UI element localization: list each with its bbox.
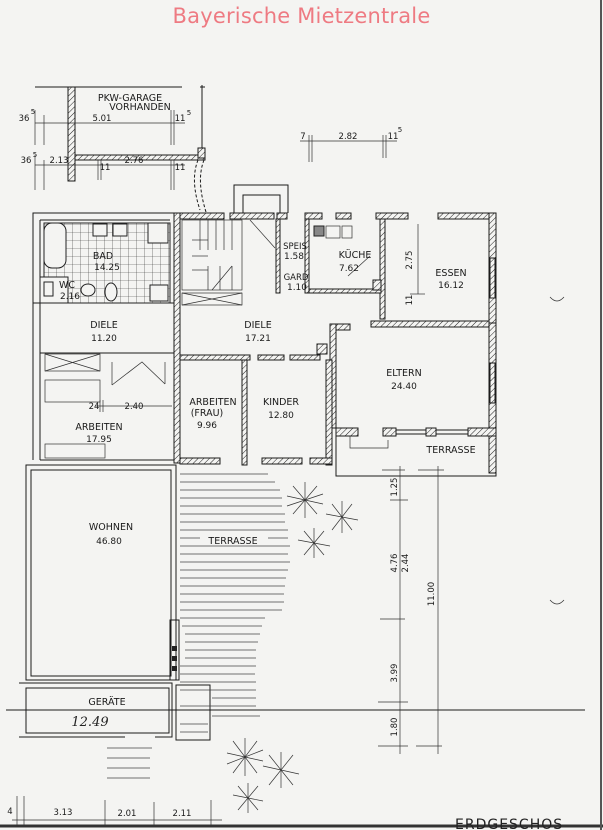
room-bad-name: BAD: [93, 251, 113, 262]
plant-icon: [297, 528, 331, 558]
entrance-canopy: [233, 184, 289, 213]
room-labels: BAD 14.25 WC 2.16 DIELE 11.20 DIELE 17.2…: [59, 242, 476, 456]
dim-garage-offset-1: 36: [19, 114, 30, 124]
room-arbeiten-name: ARBEITEN: [75, 422, 122, 433]
room-wc-name: WC: [59, 280, 75, 291]
room-arbeiten-frau-name-2: (FRAU): [191, 408, 224, 419]
wohnen-wing: WOHNEN 46.80 GERÄTE 12.49: [19, 464, 211, 779]
dim-right-total: 11.00: [427, 582, 437, 606]
room-gard-name: GARD: [284, 273, 309, 283]
right-dimension-chain: 1.25 4.76 2.44 11.00 3.99 1.80: [378, 466, 444, 754]
room-speis-name: SPEIS: [283, 242, 307, 252]
dim-garage-width: 5.01: [93, 114, 112, 124]
dim-wall-c: 2.76: [125, 156, 144, 166]
room-essen-name: ESSEN: [435, 268, 466, 279]
room-wohnen-area: 46.80: [96, 537, 122, 547]
room-bad-area: 14.25: [94, 263, 120, 273]
plant-icon: [226, 738, 264, 776]
watermark-title: Bayerische Mietzentrale: [172, 4, 431, 28]
room-geraete-area-handwritten: 12.49: [71, 715, 108, 730]
room-kinder-area: 12.80: [268, 411, 294, 421]
kitchen-dimension: 7 2.82 11 5: [300, 126, 402, 162]
room-terrasse-main-name: TERRASSE: [207, 536, 257, 547]
dim-sup: 5: [33, 151, 37, 159]
plant-icon: [262, 752, 300, 788]
bathroom: [39, 222, 171, 304]
dim-garage-offset-2: 36: [21, 156, 32, 166]
hole-punch-mark: [549, 599, 565, 605]
dim-kitchen-right: 11: [388, 132, 399, 142]
dim-bottom-3: 2.01: [118, 809, 137, 819]
essen-dimension: 2.75 11: [405, 224, 425, 305]
room-speis-area: 1.58: [284, 252, 304, 262]
kitchen-fixtures: [313, 225, 382, 355]
dim-right-2: 4.76: [390, 554, 400, 573]
plant-icon: [325, 501, 359, 533]
dim-right-5: 1.80: [390, 718, 400, 737]
room-arbeiten-frau-name: ARBEITEN: [189, 397, 236, 408]
dim-arbeiten-width: 2.40: [125, 402, 144, 412]
dim-kitchen-left: 7: [300, 132, 305, 142]
staircase: [181, 219, 276, 306]
dim-bottom-4: 2.11: [173, 809, 192, 819]
hole-punch-mark: [549, 296, 565, 302]
plant-icon: [232, 783, 264, 813]
dim-sup: 5: [398, 126, 402, 134]
bottom-dimension-chain: 4 3.13 2.01 2.11: [7, 796, 222, 825]
dim-bottom-2: 3.13: [54, 808, 73, 818]
dim-garage-right: 11: [175, 114, 186, 124]
floor-title: ERDGESCHOS: [455, 817, 563, 830]
dim-sup: 5: [187, 109, 191, 117]
room-wohnen-name: WOHNEN: [89, 522, 133, 533]
room-gard-area: 1.10: [287, 283, 307, 293]
dim-bottom-1: 4: [7, 807, 12, 817]
room-terrasse-small-name: TERRASSE: [425, 445, 475, 456]
dim-right-4: 3.99: [390, 664, 400, 683]
room-geraete-name: GERÄTE: [88, 697, 125, 708]
dim-sup: 5: [31, 108, 35, 116]
dim-right-3: 2.44: [401, 554, 411, 573]
room-diele-center-name: DIELE: [244, 320, 271, 331]
room-arbeiten-area: 17.95: [86, 435, 112, 445]
room-eltern-name: ELTERN: [386, 368, 422, 379]
room-eltern-area: 24.40: [391, 382, 417, 392]
room-diele-center-area: 17.21: [245, 334, 271, 344]
garage-label-2: VORHANDEN: [109, 102, 171, 113]
plant-icons: [226, 482, 359, 813]
plant-icon: [286, 482, 324, 518]
room-kueche-name: KÜCHE: [339, 250, 372, 261]
room-kinder-name: KINDER: [263, 397, 299, 408]
room-diele-left-name: DIELE: [90, 320, 117, 331]
room-wc-area: 2.16: [60, 292, 80, 302]
room-diele-left-area: 11.20: [91, 334, 117, 344]
house-walls: [32, 212, 497, 477]
dim-right-1: 1.25: [390, 478, 400, 497]
room-kueche-area: 7.62: [339, 264, 359, 274]
garage: PKW-GARAGE VORHANDEN 5.01 36 5 11 5 36 5…: [19, 85, 207, 213]
dim-wall-d: 11: [175, 163, 186, 173]
garage-label: PKW-GARAGE: [98, 93, 162, 104]
dim-wall-a: 2.13: [50, 156, 69, 166]
terrasse-decking: [180, 473, 290, 733]
dim-kitchen-width: 2.82: [339, 132, 358, 142]
room-essen-area: 16.12: [438, 281, 464, 291]
dim-arbeiten-wall: 24: [89, 402, 100, 412]
dim-essen-depth: 2.75: [405, 251, 415, 270]
dim-essen-wall: 11: [405, 295, 415, 306]
room-arbeiten-frau-area: 9.96: [197, 421, 217, 431]
dim-wall-b: 11: [100, 163, 111, 173]
